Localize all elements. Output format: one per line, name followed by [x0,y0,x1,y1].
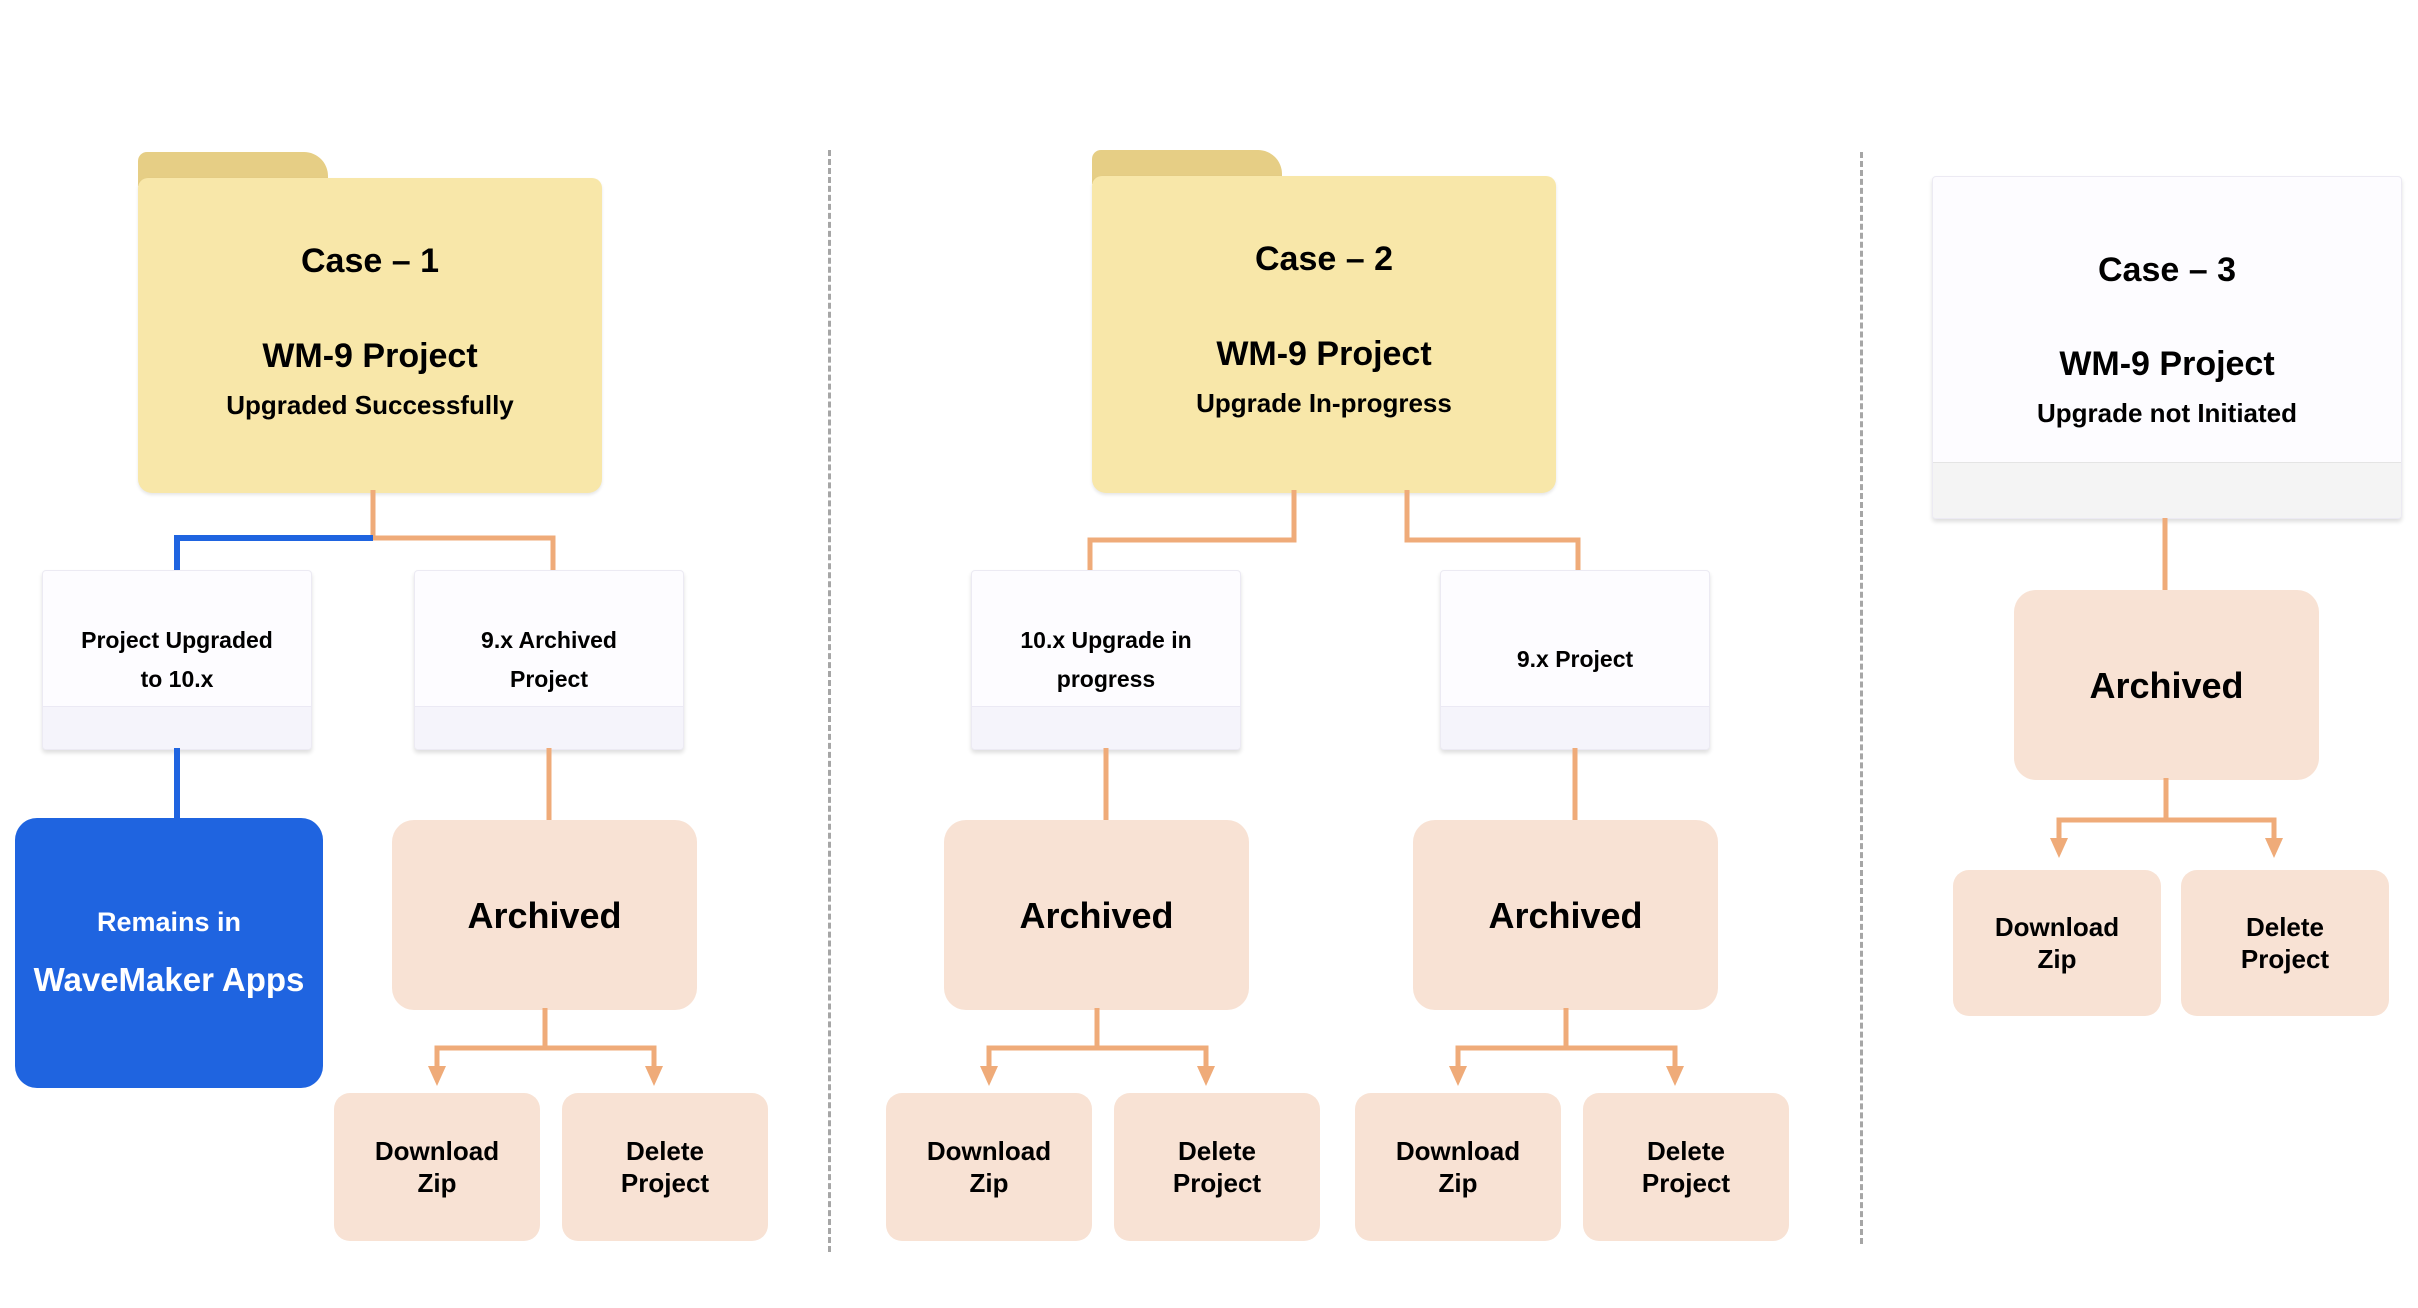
remains-in-wavemaker-apps-node[interactable]: Remains in WaveMaker Apps [15,818,323,1088]
case-2-9x-card-line1: 9.x Project [1516,646,1634,672]
case-2-left-delete-project-node[interactable]: Delete Project [1114,1093,1320,1241]
leaf-line2: Zip [969,1168,1009,1198]
case-2-left-action-connectors [980,1008,1215,1086]
case-1-archived-card[interactable]: 9.x Archived Project [414,570,684,750]
case-2-status-label: Upgrade In-progress [1196,388,1452,418]
leaf-line1: Download [1994,911,2120,942]
card-footer [972,706,1240,749]
leaf-line1: Download [1395,1135,1521,1166]
leaf-line2: Project [2240,944,2330,974]
leaf-line1: Delete [625,1135,705,1166]
case-3-project-label: WM-9 Project [2059,345,2275,383]
case-1-upgraded-card-line1: Project Upgraded [81,627,273,653]
case-1-archived-node[interactable]: Archived [392,820,697,1010]
case-1-archived-card-line1: 9.x Archived [481,627,617,653]
case-3-status-label: Upgrade not Initiated [2037,398,2297,428]
case-2-left-download-zip-node[interactable]: Download Zip [886,1093,1092,1241]
case-3-card[interactable]: Case – 3 WM-9 Project Upgrade not Initia… [1932,176,2402,519]
case-1-status-label: Upgraded Successfully [226,390,514,420]
case-2-upgrade-in-progress-card[interactable]: 10.x Upgrade in progress [971,570,1241,750]
case-2-upgrade-card-line1: 10.x Upgrade in [1020,627,1192,653]
case-2-right-download-zip-node[interactable]: Download Zip [1355,1093,1561,1241]
case-1-upgraded-card-line2: to 10.x [140,666,214,692]
case-3-archived-node[interactable]: Archived [2014,590,2319,780]
case-2-upgrade-card-line2: progress [1056,666,1156,692]
case-2-archived-left-node[interactable]: Archived [944,820,1249,1010]
card-footer [1933,462,2401,518]
case-3-delete-project-node[interactable]: Delete Project [2181,870,2389,1016]
case-2-folder[interactable]: Case – 2 WM-9 Project Upgrade In-progres… [1092,150,1556,493]
leaf-line2: Project [1172,1168,1262,1198]
leaf-line2: Zip [2037,944,2077,974]
column-divider-1 [828,150,831,1252]
folder-body [1092,176,1556,493]
case-3-case-label: Case – 3 [2098,251,2236,289]
leaf-line2: Project [1641,1168,1731,1198]
leaf-line2: Zip [417,1168,457,1198]
leaf-line1: Delete [1177,1135,1257,1166]
card-footer [415,706,683,749]
case-1-folder[interactable]: Case – 1 WM-9 Project Upgraded Successfu… [138,152,602,493]
case-1-upgraded-card[interactable]: Project Upgraded to 10.x [42,570,312,750]
leaf-line2: Zip [1438,1168,1478,1198]
case-2-case-label: Case – 2 [1255,240,1393,278]
case-2-right-delete-project-node[interactable]: Delete Project [1583,1093,1789,1241]
leaf-line1: Download [374,1135,500,1166]
leaf-line1: Download [926,1135,1052,1166]
case-1-download-zip-node[interactable]: Download Zip [334,1093,540,1241]
leaf-line2: Project [620,1168,710,1198]
case-3-action-connectors [2050,778,2283,858]
card-footer [43,706,311,749]
case-1-project-label: WM-9 Project [262,337,478,375]
case-3-download-zip-node[interactable]: Download Zip [1953,870,2161,1016]
case-2-right-action-connectors [1449,1008,1684,1086]
leaf-line1: Delete [2245,911,2325,942]
case-2-archived-right-node[interactable]: Archived [1413,820,1718,1010]
card-footer [1441,706,1709,749]
case-1-case-label: Case – 1 [301,242,439,280]
folder-body [138,178,602,493]
case-1-action-connectors [428,1008,663,1086]
case-1-archived-card-line2: Project [510,666,588,692]
blue-node-line1: Remains in [96,907,242,937]
case-2-9x-project-card[interactable]: 9.x Project [1440,570,1710,750]
case-2-project-label: WM-9 Project [1216,335,1432,373]
case-1-delete-project-node[interactable]: Delete Project [562,1093,768,1241]
column-divider-2 [1860,152,1863,1244]
blue-node-line2: WaveMaker Apps [33,961,305,999]
leaf-line1: Delete [1646,1135,1726,1166]
